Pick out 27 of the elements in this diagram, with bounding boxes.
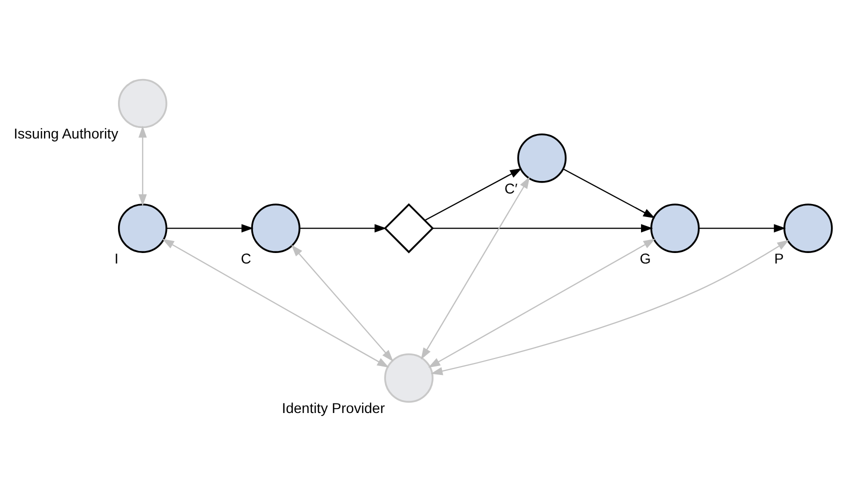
- arrow: [428, 238, 656, 368]
- node-circle: [650, 203, 700, 252]
- node-circle: [783, 203, 833, 252]
- arrow: [424, 168, 522, 220]
- node-label: G: [640, 250, 651, 267]
- node-diamond: [384, 202, 434, 253]
- arrow: [291, 244, 394, 362]
- arrow: [138, 125, 147, 206]
- arrow: [698, 224, 786, 232]
- node-circle: [384, 352, 434, 402]
- arrow: [563, 168, 656, 218]
- node-label: Issuing Authority: [14, 126, 118, 142]
- arrow: [300, 224, 386, 232]
- node-label: Identity Provider: [282, 400, 385, 417]
- node-circle: [517, 133, 567, 182]
- node-circle: [251, 203, 300, 252]
- arrow: [420, 176, 530, 360]
- node-label: P: [774, 250, 784, 267]
- node-label: C′: [504, 180, 518, 197]
- node-label: C: [240, 250, 252, 267]
- node-circle: [118, 78, 168, 128]
- arrow: [432, 224, 653, 232]
- node-circle: [118, 203, 168, 252]
- arrow: [162, 238, 390, 368]
- arrow: [430, 239, 790, 375]
- arrow: [166, 224, 254, 232]
- node-label: I: [114, 250, 118, 267]
